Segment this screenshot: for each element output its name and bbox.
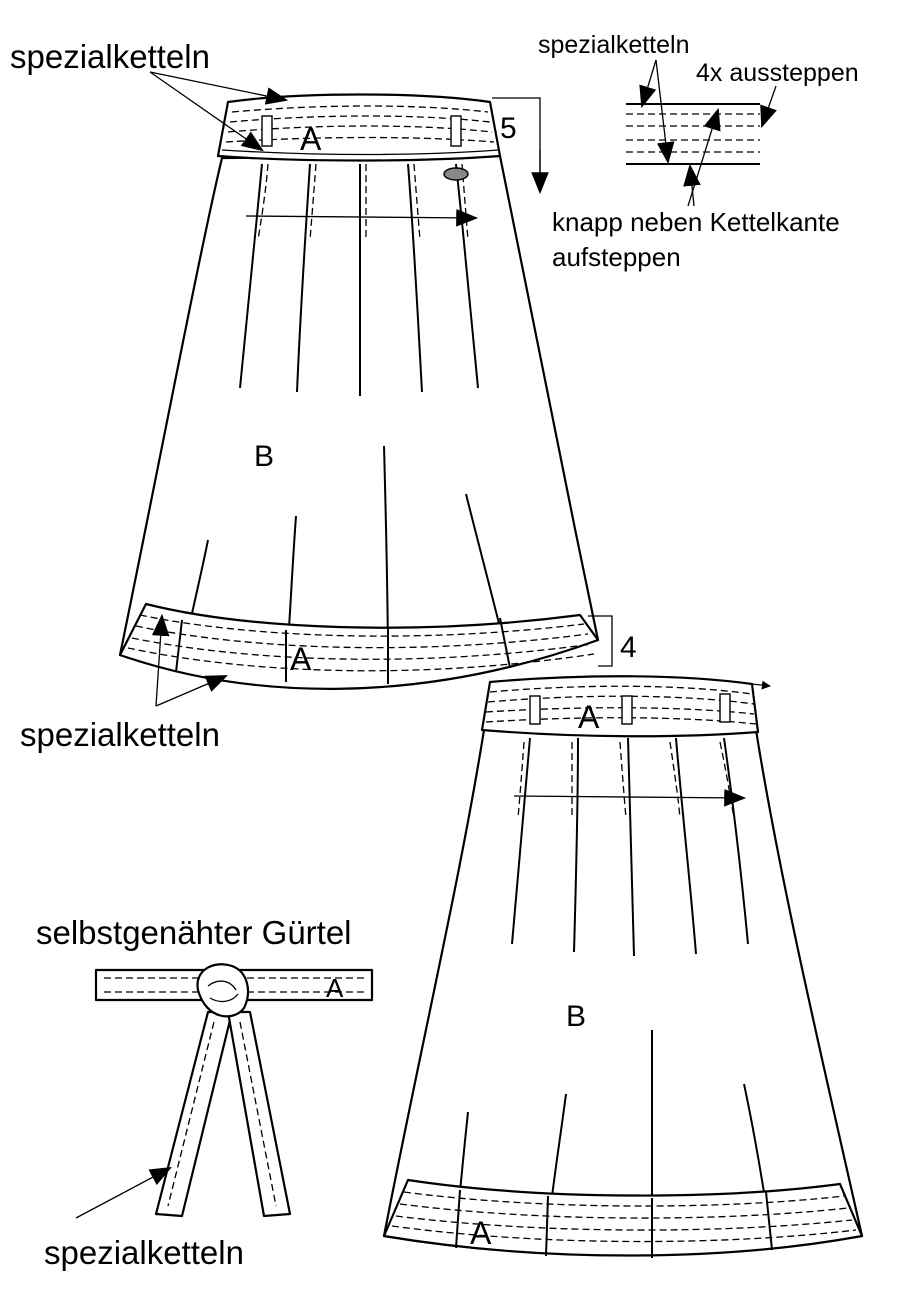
belt-loop [719,693,731,723]
skirt-1-waistband [216,93,502,162]
part-label-belt: A [326,973,344,1003]
part-label-hem-band-1: A [290,641,312,677]
label-guertel-title: selbstgenähter Gürtel [36,914,352,951]
pointer-arrows [75,71,289,1219]
part-label-body-2: B [566,1000,586,1033]
belt-loop [529,695,541,725]
label-spezialketteln-bottom-left: spezialketteln [44,1234,244,1271]
grain-arrow-2 [513,789,747,807]
belt-loop [450,115,462,147]
skirt-back-view: A B A [382,675,864,1258]
button-1 [443,167,469,181]
part-label-hem-band-2: A [470,1215,492,1251]
belt-drawing: A [94,963,374,1218]
label-spezialketteln-top-left: spezialketteln [10,38,210,75]
part-label-waistband-1: A [300,121,322,157]
belt-tail-left [154,1010,234,1218]
skirt-front-view: A A B 5 4 [118,93,637,690]
label-knapp-line-1: knapp neben Kettelkante [552,207,840,237]
part-label-body-1: B [254,440,274,473]
waistband-height-value: 5 [500,112,517,145]
label-spezialketteln-top-right: spezialketteln [538,31,689,59]
belt-knot [196,963,250,1018]
grain-arrow-1 [245,209,479,227]
label-knapp-line-2: aufsteppen [552,242,681,272]
belt-tail-right [226,1010,292,1218]
skirt-2-waistband [480,675,760,738]
skirt-2-body [382,728,864,1256]
label-spezialketteln-mid-left: spezialketteln [20,716,220,753]
hem-band-height-value: 4 [620,631,637,664]
belt-loop [621,695,633,725]
belt-loop [261,115,273,147]
hem-dimension-line [588,615,613,667]
part-label-waistband-2: A [578,699,600,735]
seam-detail [626,59,777,207]
label-aussteppen: 4x aussteppen [696,59,859,87]
skirt-1-hem-band [118,602,600,690]
